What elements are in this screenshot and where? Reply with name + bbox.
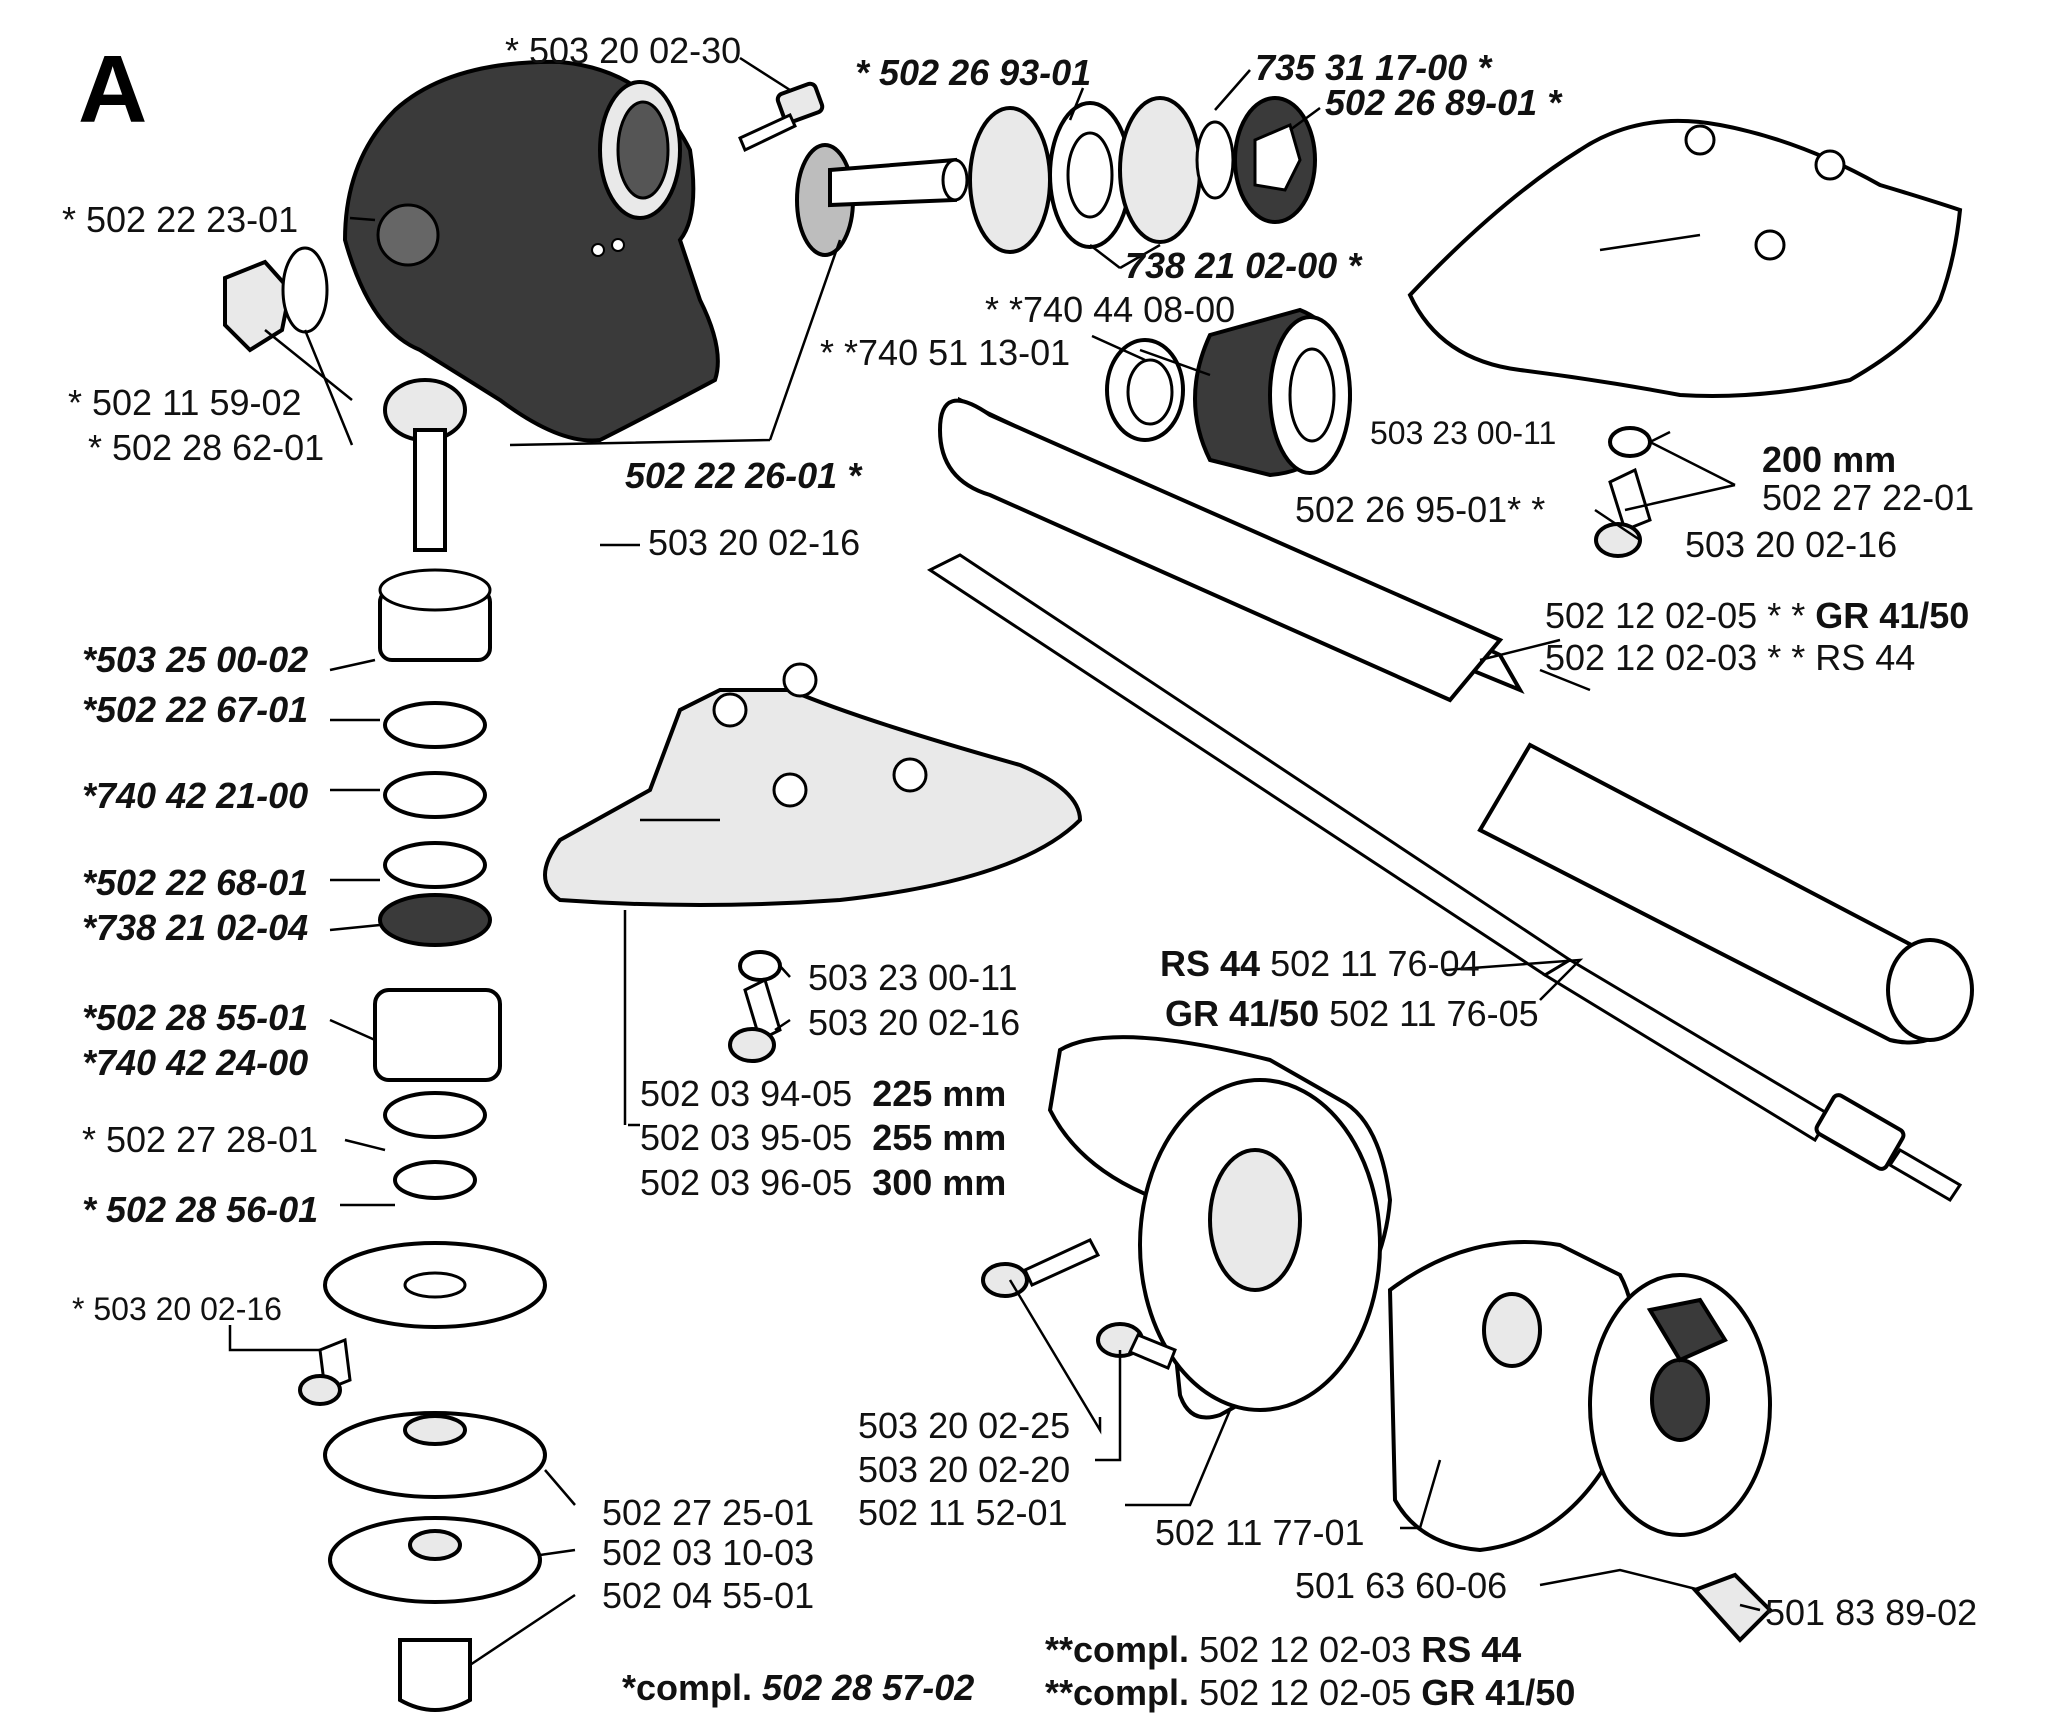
plug-screw bbox=[223, 246, 329, 353]
label-502-28-55-01: *502 28 55-01 bbox=[82, 997, 308, 1038]
label-503-20-02-25: 503 20 02-25 bbox=[858, 1405, 1070, 1446]
label-502-28-62-01: * 502 28 62-01 bbox=[88, 427, 324, 468]
label-compl-502-28-57-02: *compl. 502 28 57-02 bbox=[622, 1667, 974, 1708]
label-503-23-00-11-lower: 503 23 00-11 bbox=[808, 957, 1018, 998]
label-740-51-13-01: * *740 51 13-01 bbox=[820, 332, 1070, 373]
guard-lower-fasteners bbox=[728, 950, 782, 1063]
label-502-11-52-01: 502 11 52-01 bbox=[858, 1492, 1068, 1533]
label-740-42-24-00: *740 42 24-00 bbox=[82, 1042, 308, 1083]
label-502-11-76-04: RS 44 502 11 76-04 bbox=[1160, 943, 1480, 984]
label-503-23-00-11-upper: 503 23 00-11 bbox=[1370, 415, 1556, 451]
label-502-03-10-03: 502 03 10-03 bbox=[602, 1532, 814, 1573]
seal-bushing bbox=[1105, 307, 1353, 478]
label-502-22-23-01: * 502 22 23-01 bbox=[62, 199, 298, 240]
pinion-shaft bbox=[795, 143, 969, 257]
drive-shaft bbox=[927, 553, 1963, 1203]
label-502-26-95-01: 502 26 95-01* * bbox=[1295, 489, 1545, 530]
label-compl-502-12-02-05: **compl. 502 12 02-05 GR 41/50 bbox=[1045, 1672, 1575, 1713]
upper-bearings bbox=[968, 96, 1317, 254]
label-502-03-96-05: 502 03 96-05 300 mm bbox=[640, 1162, 1006, 1203]
label-503-20-02-16-b: 503 20 02-16 bbox=[1685, 524, 1897, 565]
label-502-04-55-01: 502 04 55-01 bbox=[602, 1575, 814, 1616]
section-letter: A bbox=[78, 36, 147, 143]
label-503-20-02-16-d: * 503 20 02-16 bbox=[72, 1291, 282, 1327]
label-502-12-02-03: 502 12 02-03 * * RS 44 bbox=[1545, 637, 1915, 678]
guard-upper bbox=[1407, 118, 1963, 398]
screw-top bbox=[738, 81, 825, 153]
label-501-63-60-06: 501 63 60-06 bbox=[1295, 1565, 1507, 1606]
label-738-21-02-04: *738 21 02-04 bbox=[82, 907, 308, 948]
label-502-28-56-01: * 502 28 56-01 bbox=[82, 1189, 318, 1230]
label-502-27-28-01: * 502 27 28-01 bbox=[82, 1119, 318, 1160]
label-740-44-08-00: * *740 44 08-00 bbox=[985, 289, 1235, 330]
label-503-20-02-30: * 503 20 02-30 bbox=[505, 30, 741, 71]
label-735-31-17-00: 735 31 17-00 * bbox=[1255, 47, 1493, 88]
label-738-21-02-00: 738 21 02-00 * bbox=[1125, 245, 1363, 286]
label-200mm: 200 mm bbox=[1762, 439, 1896, 480]
label-502-03-94-05: 502 03 94-05 225 mm bbox=[640, 1073, 1006, 1114]
label-501-83-89-02: 501 83 89-02 bbox=[1765, 1592, 1977, 1633]
label-502-22-26-01: 502 22 26-01 * bbox=[625, 455, 863, 496]
label-502-26-89-01: 502 26 89-01 * bbox=[1325, 82, 1563, 123]
guard-lower bbox=[543, 662, 1083, 907]
clutch-shoes bbox=[1588, 1273, 1773, 1643]
label-503-20-02-16-a: 503 20 02-16 bbox=[648, 522, 860, 563]
clutch-housing bbox=[1047, 1035, 1393, 1420]
left-stack bbox=[298, 378, 547, 1712]
part-labels: * 503 20 02-30 * 502 26 93-01 735 31 17-… bbox=[62, 30, 1977, 1713]
label-502-11-59-02: * 502 11 59-02 bbox=[68, 382, 302, 423]
label-502-22-67-01: *502 22 67-01 bbox=[82, 689, 308, 730]
label-compl-502-12-02-03: **compl. 502 12 02-03 RS 44 bbox=[1045, 1629, 1521, 1670]
label-502-11-76-05: GR 41/50 502 11 76-05 bbox=[1165, 993, 1539, 1034]
housing-bolts bbox=[981, 1238, 1177, 1370]
label-502-11-77-01: 502 11 77-01 bbox=[1155, 1512, 1365, 1553]
label-503-20-02-16-c: 503 20 02-16 bbox=[808, 1002, 1020, 1043]
label-503-25-00-02: *503 25 00-02 bbox=[82, 639, 308, 680]
guard-fasteners bbox=[1594, 426, 1652, 558]
main-tube bbox=[937, 396, 1974, 1045]
label-502-27-22-01: 502 27 22-01 bbox=[1762, 477, 1974, 518]
clutch-drum bbox=[1387, 1240, 1637, 1553]
label-502-22-68-01: *502 22 68-01 bbox=[82, 862, 308, 903]
label-502-12-02-05: 502 12 02-05 * * GR 41/50 bbox=[1545, 595, 1969, 636]
label-502-03-95-05: 502 03 95-05 255 mm bbox=[640, 1117, 1006, 1158]
leader-lines bbox=[228, 56, 1761, 1667]
label-503-20-02-20: 503 20 02-20 bbox=[858, 1449, 1070, 1490]
label-502-26-93-01: * 502 26 93-01 bbox=[855, 52, 1091, 93]
gear-housing bbox=[342, 59, 720, 443]
label-502-27-25-01: 502 27 25-01 bbox=[602, 1492, 814, 1533]
label-740-42-21-00: *740 42 21-00 bbox=[82, 775, 308, 816]
